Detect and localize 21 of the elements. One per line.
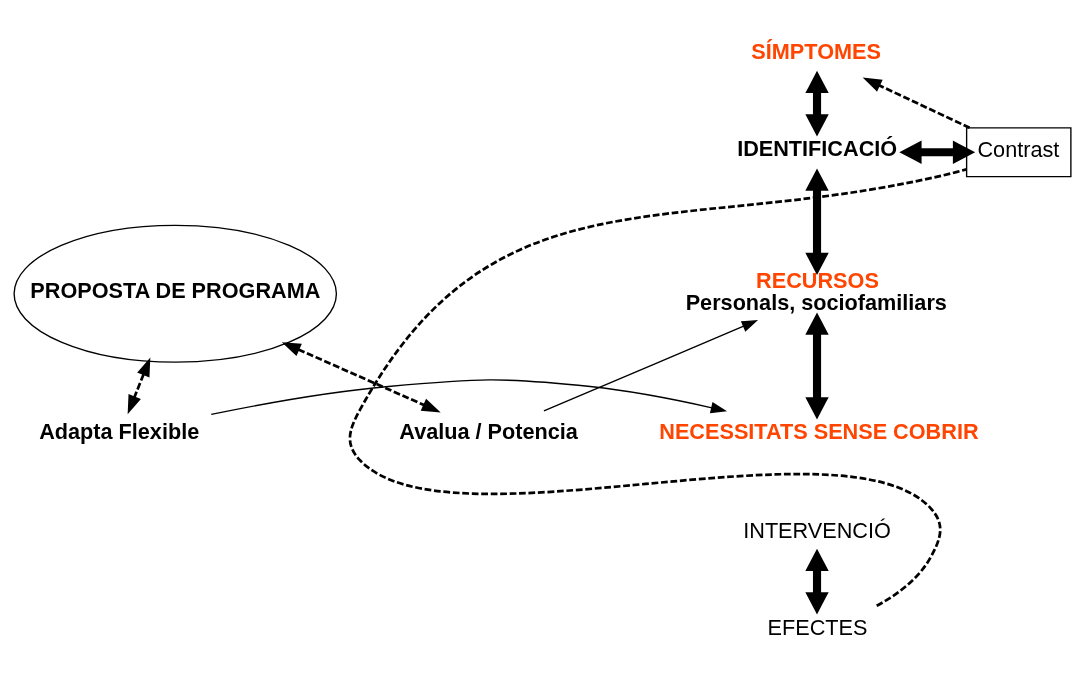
arrow bbox=[805, 548, 829, 614]
arrow bbox=[862, 77, 971, 129]
arrow bbox=[127, 356, 151, 414]
node-text: IDENTIFICACIÓ bbox=[737, 135, 898, 161]
arrow bbox=[281, 341, 441, 412]
arrow bbox=[805, 70, 829, 136]
node-text: EFECTES bbox=[767, 614, 868, 640]
arrow bbox=[210, 378, 728, 415]
node-box: Contrast bbox=[965, 126, 1072, 177]
arrow bbox=[805, 167, 829, 275]
node-text: INTERVENCIÓ bbox=[743, 517, 891, 543]
node-text: RECURSOS Personals, sociofamiliars bbox=[685, 267, 947, 315]
arrow bbox=[805, 312, 829, 419]
arrow bbox=[899, 140, 976, 164]
connector bbox=[348, 167, 967, 607]
node-text: NECESSITATS SENSE COBRIR bbox=[659, 418, 979, 444]
node-ellipse: PROPOSTA DE PROGRAMA bbox=[13, 224, 338, 363]
node-text: SÍMPTOMES bbox=[751, 38, 881, 64]
node-text: Avalua / Potencia bbox=[399, 418, 578, 444]
arrow bbox=[543, 319, 759, 411]
node-text: Adapta Flexible bbox=[39, 418, 200, 444]
